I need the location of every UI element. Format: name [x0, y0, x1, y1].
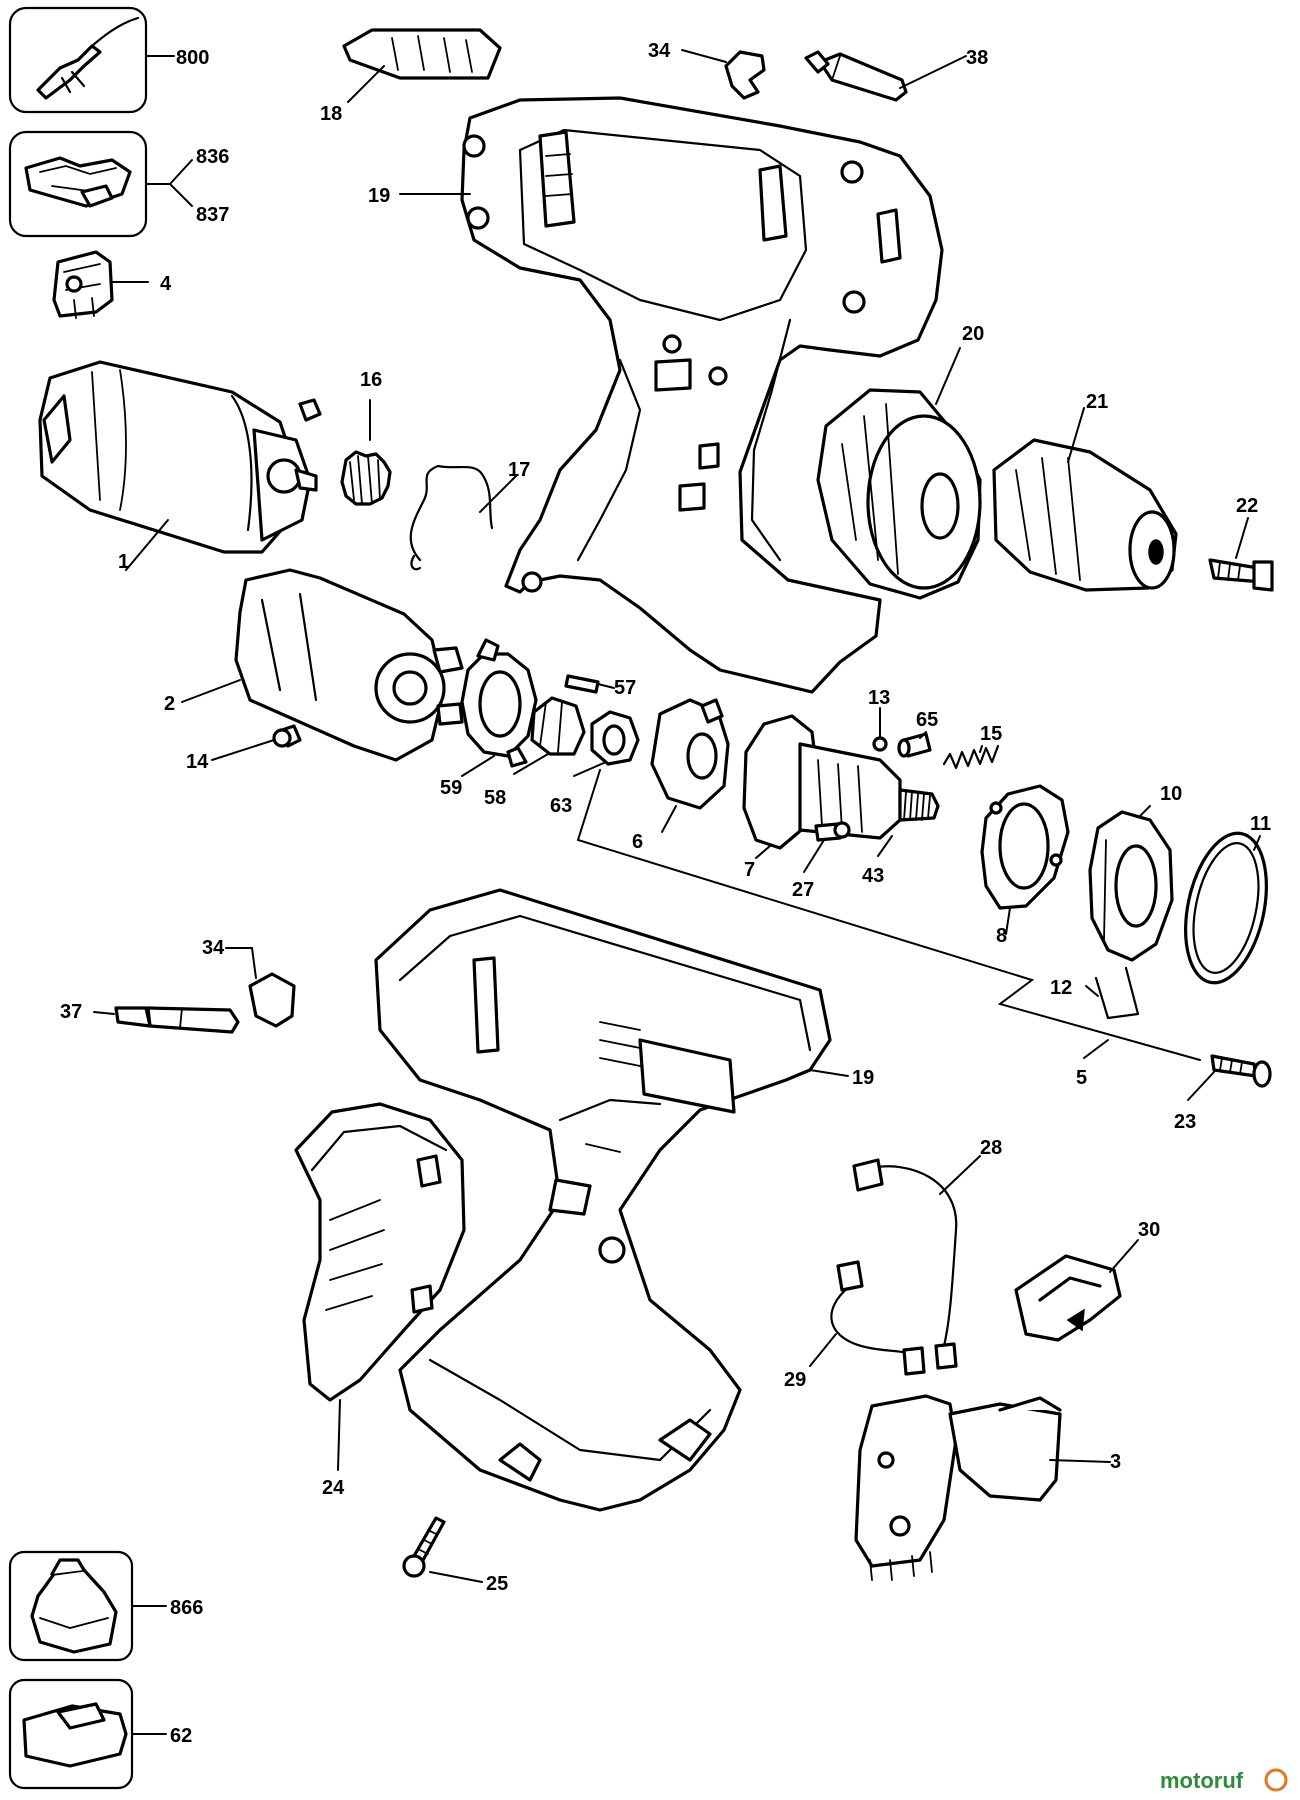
label-58: 58: [484, 787, 506, 809]
part-1-motor: [38, 360, 322, 554]
label-43: 43: [862, 865, 884, 887]
label-25: 25: [486, 1573, 508, 1595]
part-2-gearbox: [234, 568, 464, 762]
label-18: 18: [320, 103, 342, 125]
label-15: 15: [980, 723, 1002, 745]
accessory-866-battery-frame: [8, 1550, 134, 1662]
label-837: 837: [196, 204, 229, 226]
label-62: 62: [170, 1725, 192, 1747]
label-11: 11: [1250, 813, 1271, 835]
label-8: 8: [996, 925, 1007, 947]
part-58-planet-carrier: [530, 696, 586, 756]
label-19-top: 19: [368, 185, 390, 207]
label-29: 29: [784, 1369, 806, 1391]
accessory-800-frame: [8, 6, 148, 114]
label-34-bottom: 34: [202, 937, 225, 959]
part-34-clip-bottom: [248, 972, 296, 1028]
part-15-spring: [942, 744, 1000, 770]
part-14-screw: [272, 724, 302, 748]
label-10: 10: [1160, 783, 1182, 805]
part-11-retaining-ring: [1184, 831, 1268, 985]
accessory-836-837-frame: [8, 130, 148, 238]
part-labels: 800 836 837 4 1 16 17 18 19 34 38 20 21 …: [60, 40, 1271, 1747]
label-12: 12: [1050, 977, 1072, 999]
part-10-adjusting-ring: [1088, 810, 1174, 962]
part-23-screw: [1210, 1054, 1272, 1088]
part-22-chuck-screw: [1208, 558, 1274, 592]
part-34-clip-top: [724, 50, 766, 100]
label-1: 1: [118, 551, 129, 573]
part-3-trigger-switch: [854, 1394, 1062, 1581]
part-25-screw: [402, 1516, 446, 1578]
label-65: 65: [916, 709, 938, 731]
part-57-pin: [564, 674, 600, 694]
part-6-clutch-plate: [650, 698, 730, 810]
part-65-pin: [897, 732, 932, 758]
label-38: 38: [966, 47, 988, 69]
label-24: 24: [322, 1477, 345, 1499]
label-14: 14: [186, 751, 209, 773]
part-59-ring-plate: [460, 638, 538, 768]
part-5-assembly-bracket: [576, 769, 1201, 1061]
label-37: 37: [60, 1001, 82, 1023]
part-24-handle-grip: [294, 1102, 466, 1402]
label-16: 16: [360, 369, 382, 391]
part-63-gear: [590, 710, 640, 766]
label-28: 28: [980, 1137, 1002, 1159]
part-28-wire: [852, 1158, 958, 1370]
part-12-spring-wire: [1094, 966, 1140, 1020]
label-21: 21: [1086, 391, 1108, 413]
label-836: 836: [196, 146, 229, 168]
part-30-forward-reverse-button: [1014, 1254, 1122, 1342]
label-23: 23: [1174, 1111, 1196, 1133]
label-34-top: 34: [648, 40, 671, 62]
part-38-bit: [804, 50, 908, 102]
watermark-logo-icon: [1264, 1768, 1288, 1792]
label-20: 20: [962, 323, 984, 345]
part-29-wire: [830, 1260, 926, 1376]
part-37-bit: [114, 1006, 240, 1034]
part-7-gear-housing: [742, 714, 940, 850]
part-13-ball: [872, 736, 888, 752]
label-17: 17: [508, 459, 530, 481]
accessory-62-charger-frame: [8, 1678, 134, 1790]
label-4: 4: [160, 273, 172, 295]
label-800: 800: [176, 47, 209, 69]
part-4-brush-holder: [52, 250, 114, 319]
label-57: 57: [614, 677, 636, 699]
label-2: 2: [164, 693, 175, 715]
label-30: 30: [1138, 1219, 1160, 1241]
label-19-bottom: 19: [852, 1067, 874, 1089]
part-16-pinion-gear: [340, 450, 392, 506]
label-27: 27: [792, 879, 814, 901]
label-6: 6: [632, 831, 643, 853]
label-5: 5: [1076, 1067, 1087, 1089]
label-866: 866: [170, 1597, 203, 1619]
part-8-clutch-ring: [980, 784, 1070, 910]
part-18-housing-clip: [342, 28, 502, 80]
label-7: 7: [744, 859, 755, 881]
label-13: 13: [868, 687, 890, 709]
label-63: 63: [550, 795, 572, 817]
watermark-text: motoruf: [1160, 1768, 1244, 1793]
label-3: 3: [1110, 1451, 1121, 1473]
leader-lines: [93, 49, 1261, 1735]
part-19-housing-half-rear: [460, 96, 944, 694]
part-21-chuck-front-sleeve: [992, 438, 1178, 592]
label-22: 22: [1236, 495, 1258, 517]
part-20-chuck-rear-sleeve: [816, 388, 982, 600]
part-19-housing-half-front: [374, 888, 832, 1512]
part-17-spring-clip: [409, 464, 494, 571]
part-27-screw: [814, 821, 851, 842]
label-59: 59: [440, 777, 462, 799]
